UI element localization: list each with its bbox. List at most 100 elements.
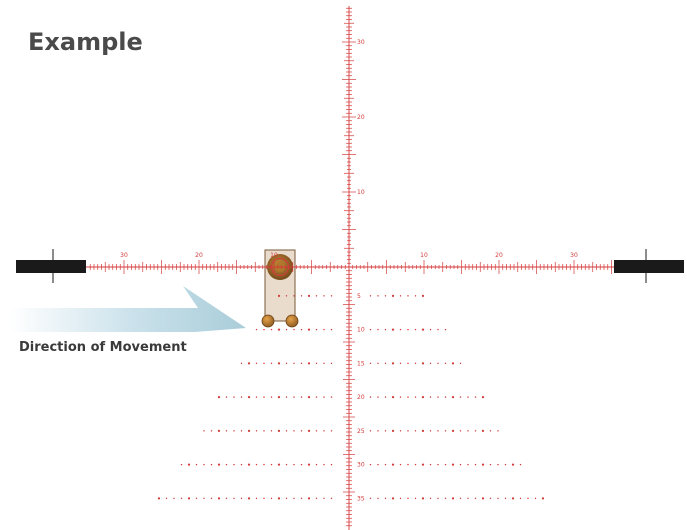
holdover-dot [519,463,522,466]
holdover-dot [240,362,243,365]
holdover-dot [459,362,462,365]
holdover-dot [377,328,379,331]
holdover-dot [407,463,409,466]
holdover-dot [444,396,447,398]
holdover-dot [407,362,409,365]
holdover-dot [444,463,447,466]
holdover-dot [180,463,183,466]
holdover-dot [285,328,288,331]
holdover-dot [481,396,485,399]
holdover-dot [277,294,281,297]
holdover-dot [270,463,273,466]
holdover-dot [285,396,288,398]
holdover-dot [384,430,387,432]
post-left [16,260,86,273]
holdover-dot [307,362,311,365]
holdover-dot [407,328,409,331]
holdover-label: 25 [357,428,365,435]
holdover-dot [300,362,303,365]
holdover-dot [421,328,425,331]
holdover-dot [429,328,432,331]
target-foot-left [261,314,275,328]
holdover-dot [195,497,198,500]
holdover-dot [255,362,258,365]
holdover-dot [451,362,455,365]
holdover-dot [315,362,318,365]
holdover-dot [225,430,228,432]
holdover-dot [277,463,281,466]
holdover-dot [391,294,395,297]
holdover-dot [323,430,325,432]
page-title: Example [28,28,143,56]
holdover-dot [399,328,402,331]
holdover-dot [467,463,469,466]
holdover-dot [407,497,409,500]
holdover-dot [474,430,477,432]
holdover-dot [414,362,417,365]
holdover-dot [497,497,499,500]
holdover-dot [451,429,455,432]
holdover-dot [429,497,432,500]
holdover-dot [481,497,485,500]
holdover-dot [240,463,243,466]
holdover-dot [369,295,372,297]
holdover-dot [541,497,545,500]
holdover-dot [481,463,485,466]
horizontal-tick-label: 20 [495,252,503,259]
holdover-dot [467,430,469,432]
holdover-dot [451,463,455,466]
holdover-dot [307,328,311,331]
holdover-dot [511,497,515,500]
holdover-dot [315,463,318,466]
vertical-tick-label: 20 [357,114,365,121]
holdover-dot [444,430,447,432]
holdover-dot [300,396,303,398]
holdover-dot [467,396,469,398]
horizontal-tick-label: 10 [420,252,428,259]
holdover-dot [429,362,432,365]
holdover-dot [270,430,273,432]
holdover-dot [323,396,325,398]
holdover-dot [293,497,295,500]
holdover-dot [270,497,273,500]
holdover-dot [391,328,395,331]
holdover-dot [421,396,425,399]
holdover-dot [407,295,409,297]
holdover-dot [421,497,425,500]
holdover-dot [437,497,439,500]
holdover-dot [263,430,265,432]
holdover-dot [277,328,281,331]
holdover-label: 15 [357,360,365,367]
holdover-dot [277,497,281,500]
holdover-dot [225,396,228,398]
holdover-dot [421,294,425,297]
holdover-dot [233,497,235,500]
holdover-dot [307,497,311,500]
holdover-dot [369,497,372,500]
holdover-dot [233,396,235,398]
holdover-dot [277,396,281,399]
holdover-dot [255,396,258,398]
holdover-dot [504,497,507,500]
holdover-dot [240,497,243,500]
holdover-dot [330,295,333,297]
holdover-dot [330,463,333,466]
holdover-dot [323,362,325,365]
holdover-dot [534,497,537,500]
holdover-dot [459,463,462,466]
holdover-dot [384,463,387,466]
post-right [614,260,684,273]
holdover-dot [247,362,251,365]
holdover-dot [300,430,303,432]
holdover-dot [203,497,205,500]
holdover-dot [399,362,402,365]
holdover-dot [414,430,417,432]
direction-of-movement-label: Direction of Movement [19,340,187,355]
holdover-dot [203,430,205,432]
holdover-label: 35 [357,495,365,502]
holdover-dot [459,396,462,398]
holdover-dot [293,328,295,331]
holdover-dot [330,362,333,365]
holdover-dot [307,294,311,297]
holdover-dot [444,328,447,331]
